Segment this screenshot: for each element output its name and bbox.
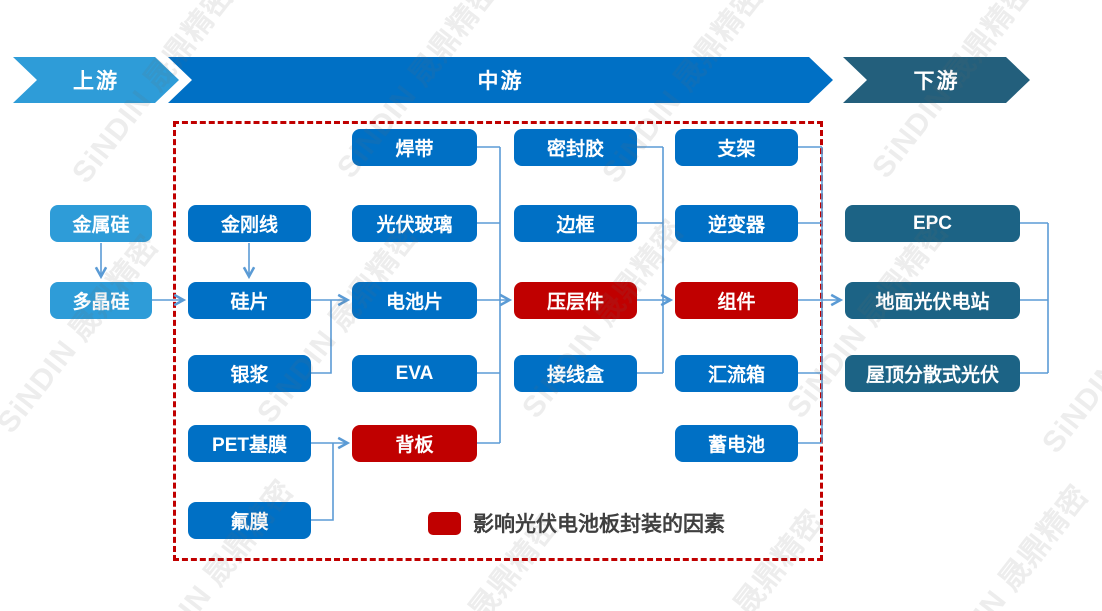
node-combiner-box: 汇流箱 <box>675 355 798 392</box>
node-diamond-wire: 金刚线 <box>188 205 311 242</box>
node-polysilicon: 多晶硅 <box>50 282 152 319</box>
legend: 影响光伏电池板封装的因素 <box>428 508 725 538</box>
node-metal-silicon: 金属硅 <box>50 205 152 242</box>
banner-downstream: 下游 <box>843 57 1030 103</box>
banner-midstream: 中游 <box>168 57 833 103</box>
node-silver-paste: 银浆 <box>188 355 311 392</box>
node-bracket: 支架 <box>675 129 798 166</box>
node-solder-ribbon: 焊带 <box>352 129 477 166</box>
node-battery: 蓄电池 <box>675 425 798 462</box>
node-silicon-wafer: 硅片 <box>188 282 311 319</box>
node-frame: 边框 <box>514 205 637 242</box>
banner-upstream-label: 上游 <box>73 70 119 93</box>
node-rooftop-distributed-pv: 屋顶分散式光伏 <box>845 355 1020 392</box>
node-epc: EPC <box>845 205 1020 242</box>
node-fluorine-film: 氟膜 <box>188 502 311 539</box>
banner-downstream-label: 下游 <box>913 70 960 93</box>
node-module: 组件 <box>675 282 798 319</box>
banner-midstream-label: 中游 <box>477 70 524 93</box>
legend-label: 影响光伏电池板封装的因素 <box>473 513 725 536</box>
node-sealant: 密封胶 <box>514 129 637 166</box>
node-eva: EVA <box>352 355 477 392</box>
node-ground-pv-station: 地面光伏电站 <box>845 282 1020 319</box>
node-junction-box: 接线盒 <box>514 355 637 392</box>
node-solar-cell: 电池片 <box>352 282 477 319</box>
legend-red-swatch <box>428 511 461 535</box>
node-pv-glass: 光伏玻璃 <box>352 205 477 242</box>
node-backsheet: 背板 <box>352 425 477 462</box>
node-pet-base-film: PET基膜 <box>188 425 311 462</box>
node-laminate: 压层件 <box>514 282 637 319</box>
node-inverter: 逆变器 <box>675 205 798 242</box>
banner-upstream: 上游 <box>13 57 179 103</box>
